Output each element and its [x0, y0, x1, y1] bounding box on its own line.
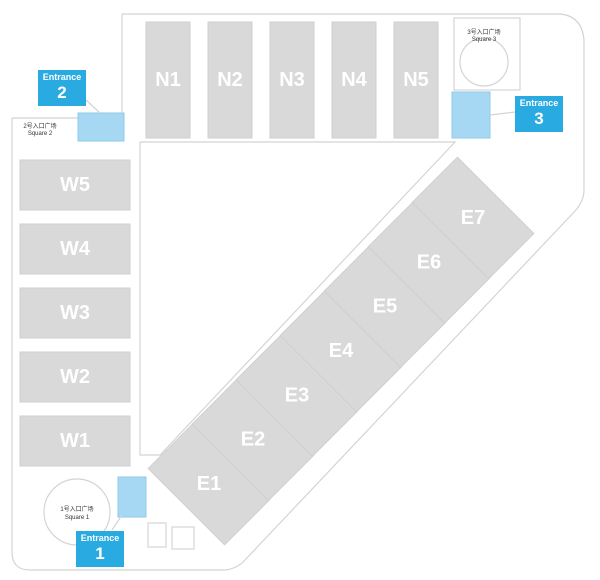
hall-n4-shape[interactable] — [331, 21, 377, 139]
entrance-1-word: Entrance — [80, 533, 120, 543]
entrance-1-leader — [111, 514, 123, 531]
service-building-1 — [147, 522, 167, 548]
entrance-3-word: Entrance — [519, 98, 559, 108]
hall-n2[interactable]: N2 — [207, 21, 253, 139]
hall-w2-shape[interactable] — [19, 351, 131, 403]
courtyard-outline — [139, 141, 457, 456]
hall-w3[interactable]: W3 — [19, 287, 131, 339]
hall-n5-shape[interactable] — [393, 21, 439, 139]
hall-w4-shape[interactable] — [19, 223, 131, 275]
hall-n5[interactable]: N5 — [393, 21, 439, 139]
hall-w5-shape[interactable] — [19, 159, 131, 211]
hall-w1-shape[interactable] — [19, 415, 131, 467]
hall-w2[interactable]: W2 — [19, 351, 131, 403]
hall-w3-shape[interactable] — [19, 287, 131, 339]
hall-n1-shape[interactable] — [145, 21, 191, 139]
square-3-plaza — [453, 17, 521, 91]
square-2-label-cn: 2号入口广场 — [23, 122, 56, 130]
entrance-3-zone — [451, 91, 491, 139]
entrance-1-zone — [117, 476, 147, 518]
hall-n2-shape[interactable] — [207, 21, 253, 139]
site-outline — [11, 13, 585, 571]
hall-w4[interactable]: W4 — [19, 223, 131, 275]
hall-e7-shape[interactable] — [411, 156, 535, 280]
square-1-label-cn: 1号入口广场 — [60, 505, 93, 513]
entrance-1-badge[interactable]: Entrance 1 — [76, 531, 124, 567]
hall-n3-shape[interactable] — [269, 21, 315, 139]
hall-w1[interactable]: W1 — [19, 415, 131, 467]
square-2-label-en: Square 2 — [28, 131, 53, 137]
entrance-2-word: Entrance — [42, 72, 82, 82]
entrance-2-badge[interactable]: Entrance 2 — [38, 70, 86, 106]
entrance-3-leader — [489, 111, 516, 116]
hall-n4[interactable]: N4 — [331, 21, 377, 139]
hall-n3[interactable]: N3 — [269, 21, 315, 139]
entrance-3-number: 3 — [534, 109, 544, 128]
hall-n1[interactable]: N1 — [145, 21, 191, 139]
entrance-1-number: 1 — [95, 544, 105, 563]
square-1-label-en: Square 1 — [65, 515, 90, 521]
entrance-2-leader — [85, 99, 101, 114]
entrance-2-number: 2 — [57, 83, 67, 102]
square-3-label-en: Square 3 — [472, 37, 497, 43]
entrance-2-zone — [77, 112, 125, 142]
square-3-label-cn: 3号入口广场 — [467, 28, 500, 36]
service-building-2 — [171, 526, 195, 550]
square-3-circle — [459, 37, 509, 87]
hall-w5[interactable]: W5 — [19, 159, 131, 211]
entrance-3-badge[interactable]: Entrance 3 — [515, 96, 563, 132]
